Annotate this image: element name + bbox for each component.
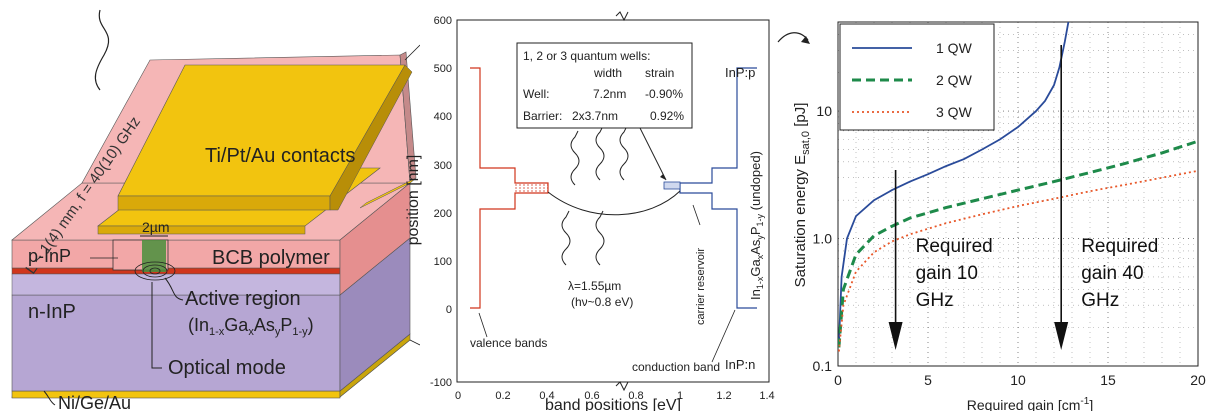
x-tick-label: 15 [1100, 372, 1116, 388]
annotation-text: Required [1081, 236, 1158, 257]
active-region-label: Active region [185, 288, 301, 310]
band-y-ticks: 600 500 400 300 200 100 0 -100 [430, 15, 452, 389]
n-inp-label: n-InP [28, 301, 76, 323]
photon-squiggles [561, 125, 629, 266]
chart-annotations: Required gain 10 GHz Required gain 40 GHz [888, 45, 1158, 350]
carrier-reservoir-label: carrier reservoir [695, 248, 707, 325]
ytick-m100: -100 [430, 377, 452, 389]
series-line-2-qw [838, 139, 1198, 348]
xtick-1: 1 [677, 390, 683, 402]
qw-well-label: Well: [523, 87, 549, 101]
chart-x-label: Required gain [cm-1] [967, 396, 1093, 411]
annotation-text: gain 40 [1081, 263, 1143, 284]
x-tick-label: 20 [1190, 372, 1206, 388]
conduction-band-label: conduction band [632, 360, 720, 374]
qw-head-strain: strain [645, 66, 674, 80]
optical-mode-label: Optical mode [168, 357, 286, 379]
y-tick-label: 1.0 [813, 231, 833, 247]
y-tick-label: 10 [816, 103, 832, 119]
contacts-label: Ti/Pt/Au contacts [205, 145, 355, 167]
qw-info-box [516, 42, 693, 129]
chart-legend: 1 QW 2 QW 3 QW [839, 23, 995, 131]
xtick-0.4: 0.4 [539, 390, 554, 402]
qw-barrier-strain: 0.92% [650, 109, 684, 123]
optical-mode-icon [134, 261, 176, 281]
chart-series [838, 22, 1198, 352]
annotation-arrow-head [1054, 322, 1069, 350]
chart-y-label: Saturation energy Esat,0 [pJ] [792, 103, 812, 288]
annotation-text: GHz [916, 290, 954, 311]
p-inp-label: p-InP [28, 246, 71, 266]
ytick-600: 600 [434, 15, 452, 27]
device-structure-diagram: L ~ 1(4) mm, f = 40(10) GHz Ti/Pt/Au con… [11, 9, 420, 411]
valence-bands-label: valence bands [470, 336, 547, 350]
annotation-text: GHz [1081, 290, 1119, 311]
band-y-label: position [nm] [405, 155, 422, 246]
ytick-300: 300 [434, 160, 452, 172]
series-line-3-qw [838, 169, 1198, 352]
x-tick-label: 10 [1010, 372, 1026, 388]
n-inp-layer [11, 294, 341, 392]
width-label: 2µm [142, 219, 170, 235]
band-plot-frame [456, 19, 770, 383]
legend-box [839, 23, 995, 131]
xtick-0.6: 0.6 [584, 390, 599, 402]
qw-barrier-label: Barrier: [523, 109, 562, 123]
qw-barrier-width: 2x3.7nm [572, 109, 618, 123]
ytick-0: 0 [446, 304, 452, 316]
xtick-1.2: 1.2 [716, 390, 731, 402]
band-x-ticks: 0 0.2 0.4 0.6 0.8 1 1.2 1.4 [455, 390, 775, 402]
ni-ge-au-label: Ni/Ge/Au [58, 393, 131, 411]
legend-label: 1 QW [936, 40, 973, 56]
xtick-0: 0 [455, 390, 461, 402]
ytick-500: 500 [434, 63, 452, 75]
ytick-100: 100 [434, 256, 452, 268]
lambda-label: λ=1.55µm [568, 279, 621, 293]
photon-energy-label: (hν~0.8 eV) [571, 295, 633, 309]
annotation-text: Required [916, 236, 993, 257]
x-tick-label: 5 [924, 372, 932, 388]
series-line-1-qw [838, 22, 1070, 344]
annotation-arrow-head [888, 322, 903, 350]
inp-p-label: InP:p [725, 65, 755, 80]
ytick-400: 400 [434, 111, 452, 123]
y-tick-label: 0.1 [813, 358, 833, 374]
legend-label: 3 QW [936, 104, 973, 120]
annotation-text: gain 10 [916, 263, 978, 284]
bcb-label: BCB polymer [212, 247, 330, 269]
qw-well-width: 7.2nm [593, 87, 626, 101]
qw-well-strain: -0.90% [645, 87, 683, 101]
legend-label: 2 QW [936, 72, 973, 88]
ytick-200: 200 [434, 208, 452, 220]
qw-head-width: width [593, 66, 622, 80]
recombination-arc [547, 190, 681, 216]
xtick-1.4: 1.4 [759, 390, 774, 402]
ingaasp-undoped-label: In1-xGaxAsyP1-y (undoped) [748, 151, 765, 300]
qw-box-title: 1, 2 or 3 quantum wells: [523, 49, 650, 63]
xtick-0.8: 0.8 [628, 390, 643, 402]
x-tick-label: 0 [834, 372, 842, 388]
chart-ticks: 0 5 10 15 20 0.1 1.0 10 [813, 103, 1206, 388]
inp-n-label: InP:n [725, 357, 755, 372]
xtick-0.2: 0.2 [495, 390, 510, 402]
band-x-label: band positions [eV] [545, 397, 681, 411]
